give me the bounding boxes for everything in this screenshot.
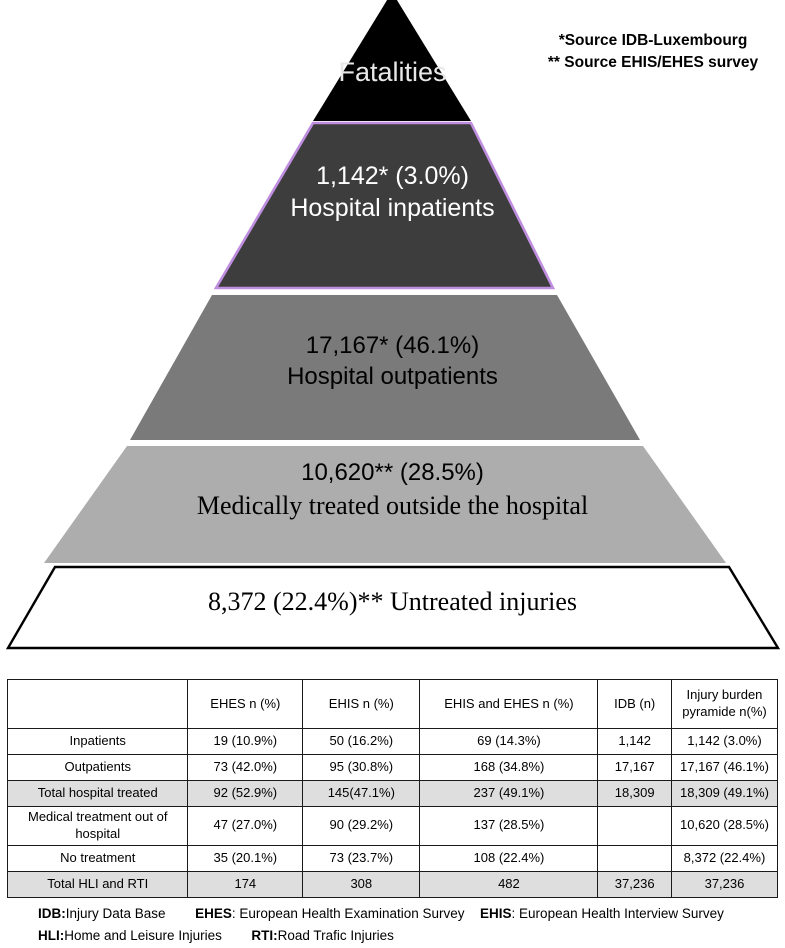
- table-cell-injury-burden-pyramid: 1,142 (3.0%): [670, 728, 779, 755]
- table-cell-ehis: 308: [302, 870, 421, 898]
- table-cell-idb: 17,167: [597, 754, 672, 781]
- table-cell-injury-burden-pyramid: 18,309 (49.1%): [670, 780, 779, 807]
- table-cell-idb: 37,236: [597, 870, 672, 898]
- table-cell-ehes: 35 (20.1%): [187, 844, 304, 872]
- table-header-pyramid-line-2: pyramide n(%): [682, 704, 767, 719]
- table-cell-ehes: 174: [187, 870, 304, 898]
- table-cell-idb: [597, 844, 672, 872]
- table-cell-row-label: Total HLI and RTI: [6, 870, 189, 898]
- table-cell-idb: [597, 806, 672, 846]
- table-cell-ehes: 92 (52.9%): [187, 780, 304, 807]
- table-cell-injury-burden-pyramid: 17,167 (46.1%): [670, 754, 779, 781]
- legend-abbr-idb: IDB:: [38, 906, 66, 921]
- table-header-ehis: EHIS n (%): [302, 679, 421, 729]
- table-cell-ehis: 145(47.1%): [302, 780, 421, 807]
- source-note-line-2: ** Source EHIS/EHES survey: [547, 54, 759, 72]
- table-header-pyramid-line-1: Injury burden: [686, 687, 763, 703]
- table-header-blank: [6, 679, 189, 729]
- table-header-ehis-and-ehes: EHIS and EHES n (%): [419, 679, 599, 729]
- legend-abbr-rti: RTI:: [251, 928, 278, 944]
- abbreviation-legend: IDB:Injury Data Base EHES: European Heal…: [0, 903, 785, 948]
- table-cell-ehis-and-ehes: 237 (49.1%): [419, 780, 599, 807]
- table-cell-ehis: 73 (23.7%): [302, 844, 421, 872]
- table-cell-ehis-and-ehes: 168 (34.8%): [419, 754, 599, 781]
- table-cell-ehis-and-ehes: 108 (22.4%): [419, 844, 599, 872]
- table-cell-ehis-and-ehes: 482: [419, 870, 599, 898]
- legend-text-hli: Home and Leisure Injuries: [64, 928, 222, 944]
- source-note-line-1: *Source IDB-Luxembourg: [558, 32, 748, 49]
- table-cell-row-label: Inpatients: [6, 728, 189, 755]
- table-cell-row-label: Total hospital treated: [6, 780, 189, 807]
- legend-text-ehes: : European Health Examination Survey: [231, 906, 465, 921]
- table-header-injury-burden-pyramid: Injury burden pyramide n(%): [670, 679, 779, 729]
- table-cell-ehis: 90 (29.2%): [302, 806, 421, 846]
- legend-abbr-ehes: EHES: [195, 906, 232, 921]
- legend-text-ehis: : European Health Interview Survey: [511, 906, 724, 921]
- table-header-row: EHES n (%) EHIS n (%) EHIS and EHES n (%…: [6, 679, 779, 729]
- injury-burden-pyramid: Fatalities 1,142* (3.0%) Hospital inpati…: [5, 0, 781, 650]
- table-cell-injury-burden-pyramid: 8,372 (22.4%): [670, 844, 779, 872]
- table-cell-idb: 18,309: [597, 780, 672, 807]
- pyramid-tier-untreated: [5, 565, 781, 650]
- pyramid-tier-medical-outside: [44, 446, 726, 563]
- table-cell-row-label: Outpatients: [6, 754, 189, 781]
- table-cell-ehes: 73 (42.0%): [187, 754, 304, 781]
- legend-abbr-ehis: EHIS: [480, 906, 512, 921]
- summary-table: EHES n (%) EHIS n (%) EHIS and EHES n (%…: [6, 679, 779, 898]
- summary-table-container: EHES n (%) EHIS n (%) EHIS and EHES n (%…: [6, 679, 779, 898]
- table-cell-ehis-and-ehes: 69 (14.3%): [419, 728, 599, 755]
- legend-line-2: HLI:Home and Leisure Injuries RTI:Road T…: [0, 925, 785, 947]
- table-cell-ehes: 47 (27.0%): [187, 806, 304, 846]
- legend-line-1: IDB:Injury Data Base EHES: European Heal…: [0, 903, 785, 925]
- table-cell-ehis: 50 (16.2%): [302, 728, 421, 755]
- table-cell-injury-burden-pyramid: 10,620 (28.5%): [670, 806, 779, 846]
- pyramid-tier-outpatients: [130, 295, 640, 440]
- pyramid-shapes: [5, 0, 781, 650]
- table-cell-row-label: Medical treatment out of hospital: [6, 806, 189, 846]
- legend-abbr-hli: HLI:: [38, 928, 65, 944]
- legend-text-idb: Injury Data Base: [65, 906, 166, 921]
- table-header-ehes: EHES n (%): [187, 679, 304, 729]
- table-cell-ehis-and-ehes: 137 (28.5%): [419, 806, 599, 846]
- pyramid-tier-inpatients: [213, 121, 556, 290]
- pyramid-tier-fatalities: [313, 0, 471, 121]
- table-header-idb: IDB (n): [597, 679, 672, 729]
- table-cell-row-label: No treatment: [6, 844, 189, 872]
- source-note: *Source IDB-Luxembourg ** Source EHIS/EH…: [528, 30, 778, 75]
- table-cell-injury-burden-pyramid: 37,236: [670, 870, 779, 898]
- table-cell-ehis: 95 (30.8%): [302, 754, 421, 781]
- legend-text-rti: Road Trafic Injuries: [277, 928, 394, 944]
- table-cell-ehes: 19 (10.9%): [187, 728, 304, 755]
- table-cell-idb: 1,142: [597, 728, 672, 755]
